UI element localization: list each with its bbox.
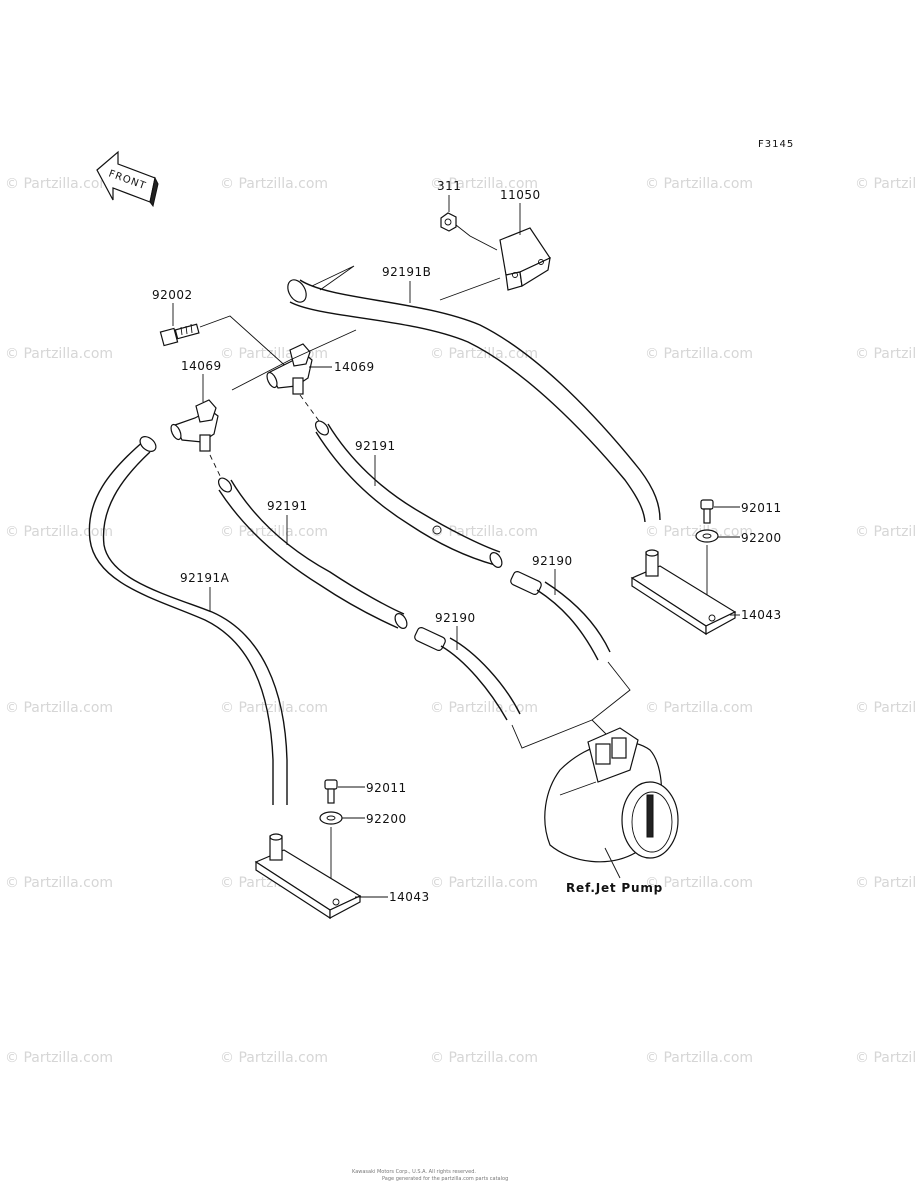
part-label-92191-lower: 92191 (267, 499, 308, 513)
ref-jet-pump-label: Ref.Jet Pump (566, 881, 663, 895)
watermark: © Partzilla.com (5, 176, 113, 192)
part-label-92011-right: 92011 (741, 501, 782, 515)
hose-92191-lower (217, 477, 408, 629)
hose-92191A (88, 436, 288, 805)
watermark: © Partzilla.com (220, 700, 328, 716)
part-label-92200-bottom: 92200 (366, 812, 407, 826)
watermark: © Partzilla.com (5, 700, 113, 716)
part-label-11050: 11050 (500, 188, 541, 202)
jet-pump (544, 727, 679, 863)
bolt-92011-bottom (324, 779, 338, 804)
watermark: © Partzilla.com (855, 875, 917, 891)
watermark: © Partzilla.com (430, 875, 538, 891)
watermark: © Partzilla.com (645, 1050, 753, 1066)
watermark: © Partzilla.com (645, 875, 753, 891)
watermark: © Partzilla.com (220, 176, 328, 192)
bracket-11050 (499, 227, 551, 291)
part-label-92011-bottom: 92011 (366, 781, 407, 795)
watermark: © Partzilla.com (430, 524, 538, 540)
watermark: © Partzilla.com (430, 176, 538, 192)
watermark: © Partzilla.com (645, 176, 753, 192)
hose-92190-right (510, 571, 611, 661)
watermark: © Partzilla.com (645, 346, 753, 362)
watermark: © Partzilla.com (430, 700, 538, 716)
hose-92191B (287, 279, 661, 523)
bolt-92002 (159, 323, 200, 347)
footer-line-2: Page generated for the partzilla.com par… (382, 1176, 508, 1182)
figure-code: F3145 (758, 139, 794, 150)
footer-line-1: Kawasaki Motors Corp., U.S.A. All rights… (352, 1169, 476, 1175)
washer-92200-right (695, 529, 719, 543)
part-label-14043-bottom: 14043 (389, 890, 430, 904)
front-arrow-icon: FRONT (96, 150, 159, 208)
watermark: © Partzilla.com (430, 1050, 538, 1066)
watermark: © Partzilla.com (430, 346, 538, 362)
watermark: © Partzilla.com (855, 700, 917, 716)
watermark: © Partzilla.com (855, 346, 917, 362)
hose-92190-left (414, 627, 521, 721)
hose-92191-upper (314, 420, 503, 568)
part-label-14043-right: 14043 (741, 608, 782, 622)
fitting-14069-right (266, 343, 313, 395)
watermark: © Partzilla.com (5, 1050, 113, 1066)
part-label-92002: 92002 (152, 288, 193, 302)
filter-14043-bottom (254, 833, 362, 920)
watermark: © Partzilla.com (855, 1050, 917, 1066)
washer-92200-bottom (319, 811, 343, 825)
part-label-92191-upper: 92191 (355, 439, 396, 453)
fitting-14069-left (170, 399, 219, 452)
watermark: © Partzilla.com (645, 700, 753, 716)
watermark: © Partzilla.com (5, 346, 113, 362)
part-label-92200-right: 92200 (741, 531, 782, 545)
watermark: © Partzilla.com (220, 1050, 328, 1066)
part-label-311: 311 (437, 179, 461, 193)
watermark: © Partzilla.com (855, 176, 917, 192)
watermark-layer: © Partzilla.com © Partzilla.com © Partzi… (5, 176, 917, 1066)
part-label-92191B: 92191B (382, 265, 431, 279)
part-label-92190-left: 92190 (435, 611, 476, 625)
bolt-92011-right (700, 499, 714, 524)
filter-14043-right (630, 549, 737, 636)
part-label-92190-right: 92190 (532, 554, 573, 568)
part-label-92191A: 92191A (180, 571, 230, 585)
watermark: © Partzilla.com (855, 524, 917, 540)
part-label-14069-left: 14069 (181, 359, 222, 373)
part-label-14069-right: 14069 (334, 360, 375, 374)
nut-311 (440, 212, 457, 232)
watermark: © Partzilla.com (5, 524, 113, 540)
watermark: © Partzilla.com (5, 875, 113, 891)
